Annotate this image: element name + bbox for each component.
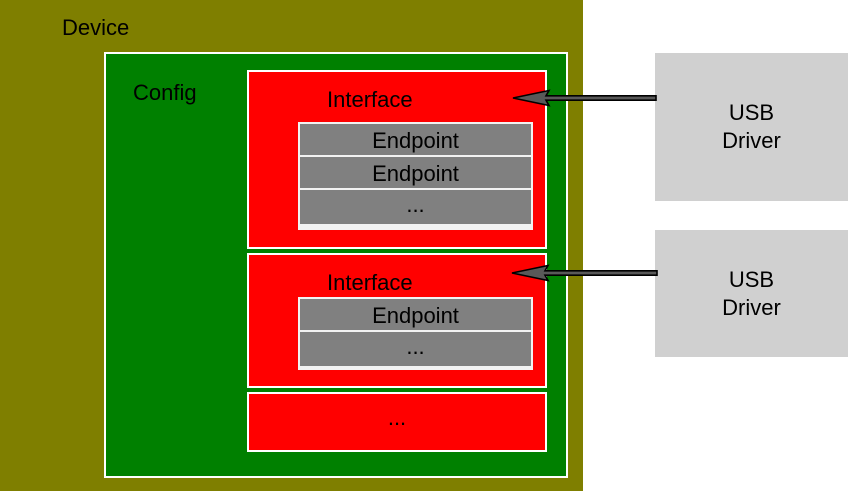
- interface-box-1: Interface Endpoint Endpoint ...: [247, 70, 547, 249]
- usb-driver-2-label-line1: USB: [728, 266, 775, 292]
- endpoint-row-more: ...: [300, 190, 531, 224]
- endpoint-row-more: ...: [300, 332, 531, 366]
- endpoint-row: Endpoint: [300, 299, 531, 332]
- arrow-left-icon-1: [512, 89, 657, 107]
- endpoint-stack-1: Endpoint Endpoint ...: [298, 122, 533, 230]
- usb-driver-1-label-line1: USB: [728, 100, 775, 125]
- device-label: Device: [62, 15, 130, 40]
- interface-1-label: Interface: [327, 87, 413, 112]
- device-box: Device Config Interface Endpoint Endpoin…: [0, 0, 583, 491]
- usb-driver-2-label-line2: Driver: [722, 294, 781, 320]
- arrow-left-shape: [512, 89, 657, 107]
- endpoint-row: Endpoint: [300, 157, 531, 190]
- usb-driver-box-1: USB Driver: [655, 53, 848, 201]
- endpoint-row: Endpoint: [300, 124, 531, 157]
- arrow-left-shape: [511, 264, 658, 282]
- usb-driver-1-label-line2: Driver: [722, 128, 781, 153]
- arrow-left-icon-2: [511, 264, 658, 282]
- interface-2-label: Interface: [327, 270, 413, 295]
- endpoint-stack-2: Endpoint ...: [298, 297, 533, 370]
- usb-driver-box-2: USB Driver: [655, 230, 848, 357]
- config-box: Config Interface Endpoint Endpoint ... I…: [104, 52, 568, 478]
- config-label: Config: [133, 80, 197, 105]
- more-interfaces-box: ...: [247, 392, 547, 452]
- interface-box-2: Interface Endpoint ...: [247, 253, 547, 388]
